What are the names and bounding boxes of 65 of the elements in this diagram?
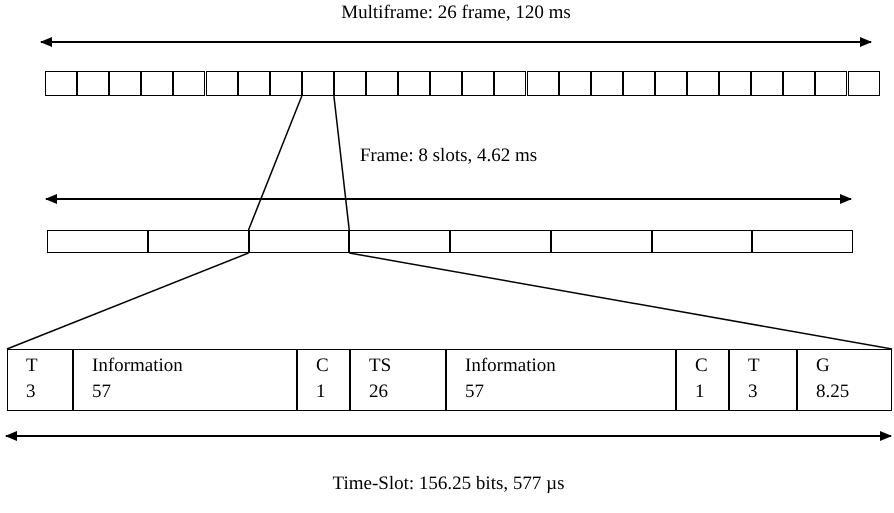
slot-cell [815, 71, 848, 96]
slot-cell [652, 230, 752, 253]
expansion-line [333, 96, 350, 230]
slot-cell [550, 230, 652, 253]
slot-cell [302, 71, 334, 96]
slot-cell [366, 71, 398, 96]
field-name: T [26, 354, 38, 378]
slot-cell [173, 71, 206, 96]
field-size: 3 [26, 380, 36, 404]
slot-cell [450, 230, 551, 253]
field-size: 3 [748, 380, 758, 404]
slot-cell [148, 230, 248, 253]
field-size: 1 [316, 380, 326, 404]
field-cell [297, 349, 350, 411]
slot-cell [494, 71, 526, 96]
expansion-line [349, 252, 892, 350]
field-size: 57 [92, 380, 111, 404]
slot-cell [848, 71, 880, 96]
slot-cell [462, 71, 494, 96]
slot-cell [654, 71, 687, 96]
slot-cell [558, 71, 591, 96]
field-size: 57 [465, 380, 484, 404]
field-cell [350, 349, 446, 411]
slot-cell [430, 71, 462, 96]
slot-cell [687, 71, 720, 96]
field-cell [73, 349, 297, 411]
slot-cell [398, 71, 430, 96]
field-cell [7, 349, 73, 411]
slot-cell [45, 71, 78, 96]
slot-cell [719, 71, 752, 96]
slot-cell [206, 71, 238, 96]
slot-cell [47, 230, 148, 253]
slot-cell [334, 71, 366, 96]
slot-cell [141, 71, 174, 96]
field-name: Information [465, 354, 556, 378]
slot-cell [238, 71, 270, 96]
slot-cell [349, 230, 450, 253]
slot-cell [270, 71, 302, 96]
field-cell [797, 349, 892, 411]
slot-cell [109, 71, 142, 96]
field-name: T [748, 354, 760, 378]
field-size: 26 [369, 380, 388, 404]
dimension-label: Time-Slot: 156.25 bits, 577 µs [332, 473, 564, 495]
slot-cell [590, 71, 623, 96]
slot-cell [248, 230, 350, 253]
field-cell [729, 349, 797, 411]
slot-cell [622, 71, 655, 96]
dimension-label: Frame: 8 slots, 4.62 ms [360, 145, 538, 167]
field-size: 8.25 [816, 380, 850, 404]
slot-cell [783, 71, 816, 96]
field-cell [446, 349, 676, 411]
slot-cell [751, 71, 784, 96]
field-name: G [816, 354, 830, 378]
field-name: C [316, 354, 329, 378]
field-name: TS [369, 354, 392, 378]
field-size: 1 [695, 380, 704, 404]
slot-cell [526, 71, 559, 96]
slot-cell [77, 71, 110, 96]
field-name: Information [92, 354, 183, 378]
dimension-label: Multiframe: 26 frame, 120 ms [341, 2, 571, 24]
field-name: C [695, 354, 708, 378]
slot-cell [752, 230, 853, 253]
expansion-line [248, 96, 302, 230]
field-cell [676, 349, 729, 411]
expansion-line [6, 252, 249, 350]
